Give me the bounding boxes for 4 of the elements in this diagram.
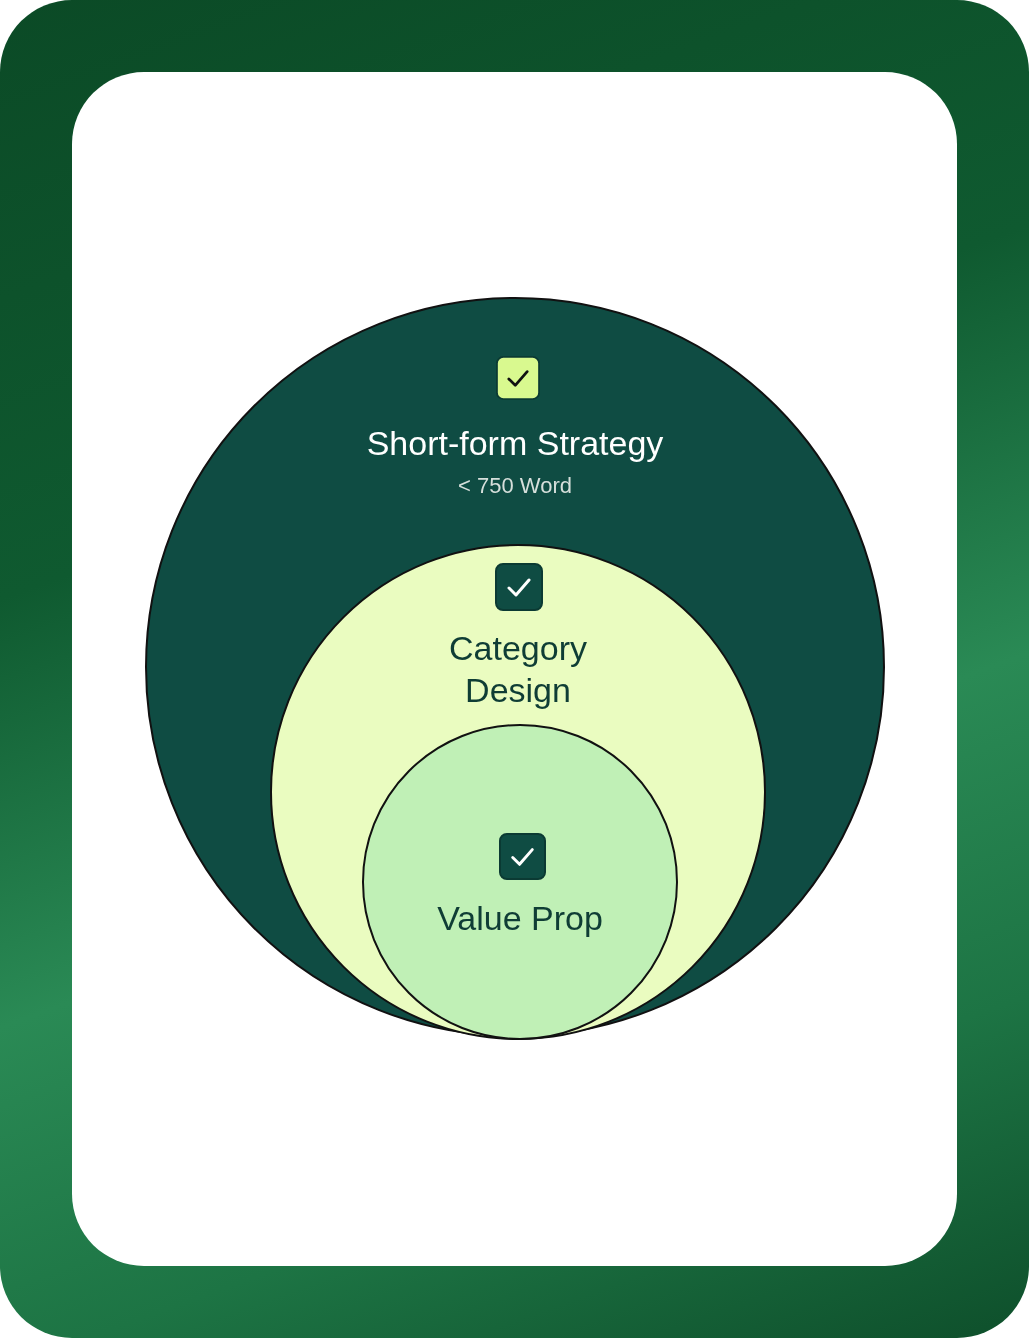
circle-subtitle: < 750 Word: [458, 473, 572, 499]
circle-title: Value Prop: [437, 898, 603, 939]
circle-title: Short-form Strategy: [366, 423, 664, 463]
circle-title: Category Design: [449, 628, 587, 711]
